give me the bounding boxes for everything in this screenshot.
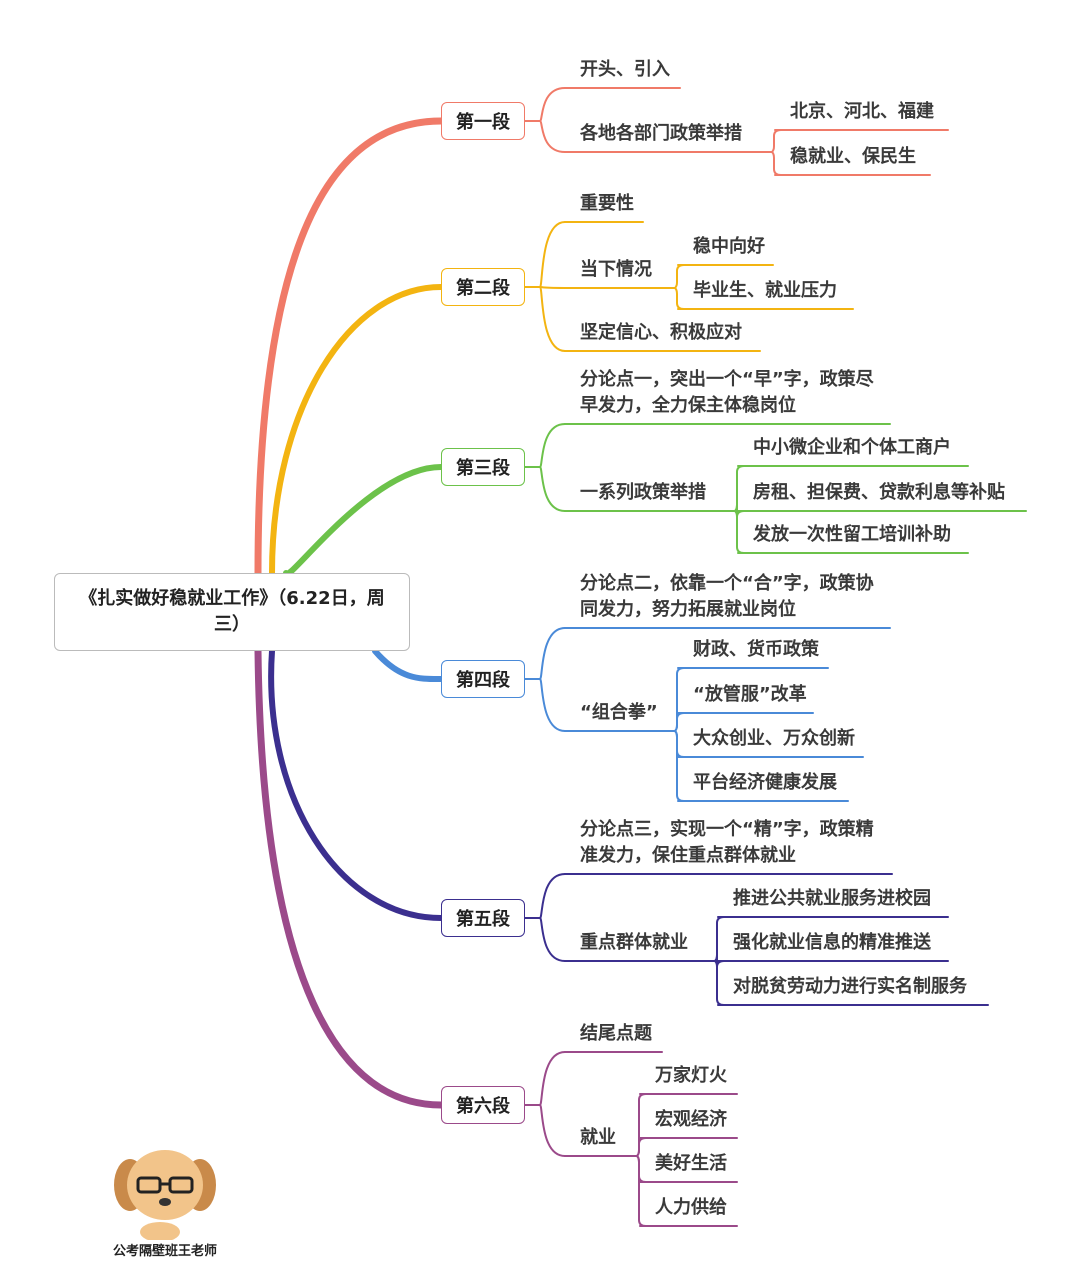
topic-1-1[interactable]: 开头、引入: [565, 58, 680, 88]
subtopic-5-2-2-label: 强化就业信息的精准推送: [733, 932, 931, 953]
trunk-branch-6: [254, 647, 445, 1109]
subtopic-3-2-2[interactable]: 房租、担保费、贷款利息等补贴: [738, 481, 1026, 511]
subtopic-4-2-4-label: 平台经济健康发展: [693, 772, 837, 793]
topic-2-2[interactable]: 当下情况: [565, 258, 675, 288]
subtopic-6-2-1[interactable]: 万家灯火: [640, 1064, 737, 1094]
section-label: 第六段: [456, 1096, 510, 1117]
topic-4-2-label: “组合拳”: [580, 702, 658, 723]
subtopic-6-2-3[interactable]: 美好生活: [640, 1152, 737, 1182]
topic-5-2-label: 重点群体就业: [580, 932, 688, 953]
connector-2-1: [524, 221, 566, 288]
topic-2-3[interactable]: 坚定信心、积极应对: [565, 321, 760, 351]
subtopic-4-2-2[interactable]: “放管服”改革: [678, 683, 813, 713]
section-node-6[interactable]: 第六段: [441, 1086, 525, 1124]
section-node-5[interactable]: 第五段: [441, 899, 525, 937]
topic-1-2-label: 各地各部门政策举措: [580, 123, 742, 144]
connector-5-2: [524, 917, 566, 962]
topic-3-2-label: 一系列政策举措: [580, 482, 706, 503]
topic-4-1[interactable]: 分论点二，依靠一个“合”字，政策协 同发力，努力拓展就业岗位: [565, 570, 890, 628]
subtopic-4-2-4[interactable]: 平台经济健康发展: [678, 771, 848, 801]
topic-3-1-label: 分论点一，突出一个“早”字，政策尽 早发力，全力保主体稳岗位: [580, 369, 874, 416]
section-node-3[interactable]: 第三段: [441, 448, 525, 486]
subtopic-6-2-4-label: 人力供给: [655, 1197, 727, 1218]
subtopic-2-2-2-label: 毕业生、就业压力: [693, 280, 837, 301]
topic-2-1[interactable]: 重要性: [565, 192, 643, 222]
trunk-branch-1: [254, 117, 445, 577]
connector-4-2: [524, 678, 566, 732]
topic-4-2[interactable]: “组合拳”: [565, 701, 675, 731]
subtopic-1-2-1[interactable]: 北京、河北、福建: [775, 100, 948, 130]
root-node[interactable]: 《扎实做好稳就业工作》（6.22日，周三）: [54, 573, 410, 651]
subtopic-6-2-4[interactable]: 人力供给: [640, 1196, 737, 1226]
subtopic-4-2-1-label: 财政、货币政策: [693, 639, 819, 660]
topic-4-1-label: 分论点二，依靠一个“合”字，政策协 同发力，努力拓展就业岗位: [580, 573, 874, 620]
section-node-2[interactable]: 第二段: [441, 268, 525, 306]
section-label: 第二段: [456, 278, 510, 299]
subtopic-4-2-1[interactable]: 财政、货币政策: [678, 638, 828, 668]
topic-6-1-label: 结尾点题: [580, 1023, 652, 1044]
connector-3-2: [524, 466, 566, 512]
topic-5-1[interactable]: 分论点三，实现一个“精”字，政策精 准发力，保住重点群体就业: [565, 816, 892, 874]
section-label: 第五段: [456, 909, 510, 930]
watermark-text: 公考隔壁班王老师: [112, 1244, 217, 1259]
section-node-4[interactable]: 第四段: [441, 660, 525, 698]
topic-2-1-label: 重要性: [580, 193, 634, 214]
subtopic-3-2-1[interactable]: 中小微企业和个体工商户: [738, 436, 968, 466]
subtopic-1-2-2[interactable]: 稳就业、保民生: [775, 145, 930, 175]
section-label: 第三段: [456, 458, 510, 479]
connector-5-1: [524, 873, 566, 919]
subtopic-2-2-2[interactable]: 毕业生、就业压力: [678, 279, 853, 309]
subtopic-5-2-3-label: 对脱贫劳动力进行实名制服务: [733, 976, 967, 997]
connector-1-2: [524, 120, 566, 153]
subtopic-4-2-2-label: “放管服”改革: [693, 684, 807, 705]
connector-4-1: [524, 627, 566, 680]
subtopic-3-2-3[interactable]: 发放一次性留工培训补助: [738, 523, 968, 553]
trunk-branch-2: [269, 284, 444, 576]
dog-mascot-icon: [114, 1150, 216, 1240]
topic-1-1-label: 开头、引入: [580, 59, 670, 80]
topic-6-2[interactable]: 就业: [565, 1126, 637, 1156]
subtopic-1-2-2-label: 稳就业、保民生: [790, 146, 916, 167]
topic-3-1[interactable]: 分论点一，突出一个“早”字，政策尽 早发力，全力保主体稳岗位: [565, 366, 890, 424]
connector-3-1: [524, 423, 566, 468]
subtopic-5-2-2[interactable]: 强化就业信息的精准推送: [718, 931, 948, 961]
topic-3-2[interactable]: 一系列政策举措: [565, 481, 735, 511]
trunk-branch-4: [372, 648, 444, 683]
subtopic-5-2-1[interactable]: 推进公共就业服务进校园: [718, 887, 948, 917]
subtopic-6-2-3-label: 美好生活: [655, 1153, 727, 1174]
trunk-branch-3: [283, 464, 444, 578]
topic-6-2-label: 就业: [580, 1127, 616, 1148]
section-label: 第四段: [456, 670, 510, 691]
subtopic-5-2-1-label: 推进公共就业服务进校园: [733, 888, 931, 909]
topic-5-2[interactable]: 重点群体就业: [565, 931, 715, 961]
connector-6-1: [524, 1051, 566, 1106]
topic-1-2[interactable]: 各地各部门政策举措: [565, 122, 772, 152]
subtopic-1-2-1-label: 北京、河北、福建: [790, 101, 934, 122]
trunk-branch-5: [268, 648, 444, 921]
connector-1-1: [524, 87, 566, 122]
subtopic-6-2-2-label: 宏观经济: [655, 1109, 727, 1130]
subtopic-3-2-2-label: 房租、担保费、贷款利息等补贴: [753, 482, 1005, 503]
subtopic-6-2-1-label: 万家灯火: [655, 1065, 727, 1086]
connector-2-3: [524, 286, 566, 352]
subtopic-3-2-1-label: 中小微企业和个体工商户: [753, 437, 951, 458]
subtopic-2-2-1-label: 稳中向好: [693, 236, 765, 257]
subtopic-5-2-3[interactable]: 对脱贫劳动力进行实名制服务: [718, 975, 988, 1005]
topic-5-1-label: 分论点三，实现一个“精”字，政策精 准发力，保住重点群体就业: [580, 819, 874, 866]
subtopic-3-2-3-label: 发放一次性留工培训补助: [753, 524, 951, 545]
topic-2-3-label: 坚定信心、积极应对: [580, 322, 742, 343]
root-title: 《扎实做好稳就业工作》（6.22日，周三）: [79, 588, 385, 635]
section-node-1[interactable]: 第一段: [441, 102, 525, 140]
subtopic-4-2-3[interactable]: 大众创业、万众创新: [678, 727, 863, 757]
subtopic-2-2-1[interactable]: 稳中向好: [678, 235, 773, 265]
connector-6-2: [524, 1104, 566, 1157]
subtopic-4-2-3-label: 大众创业、万众创新: [693, 728, 855, 749]
topic-2-2-label: 当下情况: [580, 259, 652, 280]
topic-6-1[interactable]: 结尾点题: [565, 1022, 662, 1052]
section-label: 第一段: [456, 112, 510, 133]
subtopic-6-2-2[interactable]: 宏观经济: [640, 1108, 737, 1138]
